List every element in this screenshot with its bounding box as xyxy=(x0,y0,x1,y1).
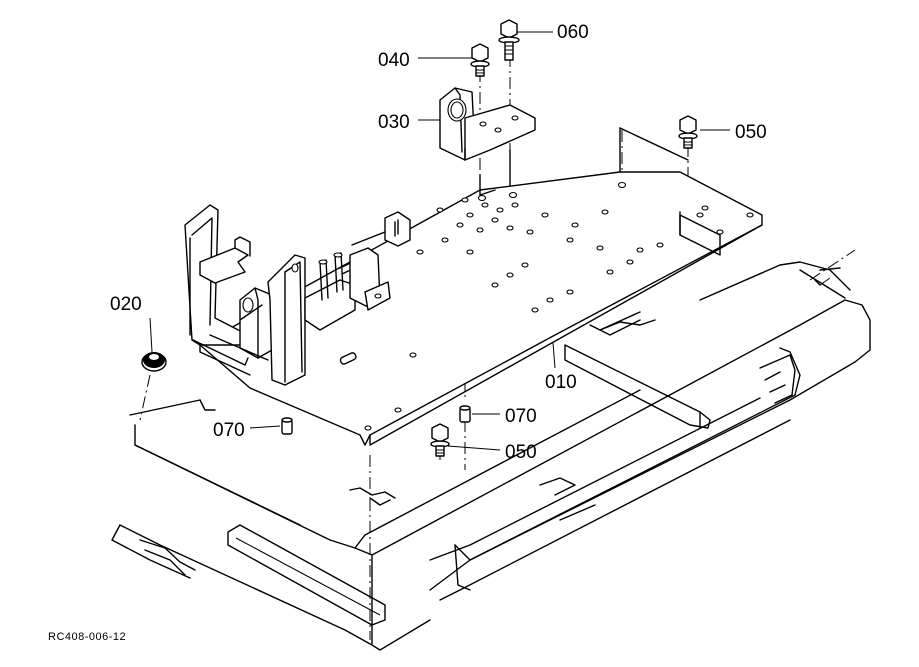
collar-070-right xyxy=(459,405,471,423)
collar-070-left xyxy=(281,417,293,435)
callout-040: 040 xyxy=(378,50,410,71)
bolt-050-lower xyxy=(430,423,450,457)
bolt-040 xyxy=(470,43,490,77)
callout-020: 020 xyxy=(110,294,142,315)
vehicle-body xyxy=(111,261,871,651)
callout-070-left: 070 xyxy=(213,420,245,441)
callout-070-right: 070 xyxy=(505,406,537,427)
base-plate-010 xyxy=(199,127,763,446)
left-bracket-assembly xyxy=(184,204,306,386)
callout-050-upper: 050 xyxy=(735,122,767,143)
bolt-050-upper xyxy=(678,115,698,149)
bracket-030 xyxy=(439,87,536,196)
callout-060: 060 xyxy=(557,22,589,43)
callout-050-lower: 050 xyxy=(505,442,537,463)
cushion-020 xyxy=(141,352,167,372)
drawing-code: RC408-006-12 xyxy=(48,631,126,643)
bolt-060 xyxy=(498,19,520,61)
lever-bracket xyxy=(304,211,411,331)
leader-lines xyxy=(149,31,730,451)
callout-010: 010 xyxy=(545,372,577,393)
callout-030: 030 xyxy=(378,112,410,133)
callout-labels: 010 020 030 040 050 050 060 070 070 xyxy=(110,22,767,463)
